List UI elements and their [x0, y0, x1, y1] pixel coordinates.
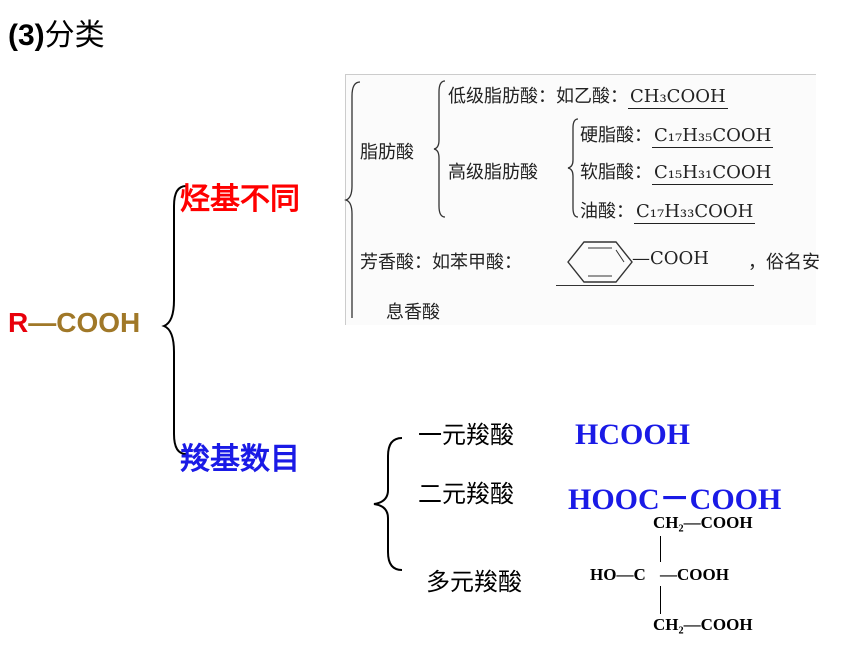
citric-ho-c: HO—C: [590, 565, 646, 584]
palmitic-row: 软脂酸：C₁₅H₃₁COOH: [580, 158, 774, 185]
citric-bond-top: [660, 536, 661, 562]
citric-bottom: CH₂—COOH: [653, 615, 753, 634]
citric-top: CH₂—COOH: [653, 513, 753, 532]
aromatic-line2: 息香酸: [386, 302, 440, 323]
palmitic-label: 软脂酸：: [580, 162, 652, 183]
aromatic-label: 芳香酸：如苯甲酸：: [360, 252, 522, 273]
fatty-acid-label: 脂肪酸: [360, 142, 414, 163]
section-heading: (3)分类: [8, 10, 105, 54]
palmitic-formula: C₁₅H₃₁COOH: [652, 162, 774, 185]
stearic-label: 硬脂酸：: [580, 125, 652, 146]
acetic-acid-formula: CH₃COOH: [628, 86, 728, 109]
aromatic-answer-line: [556, 285, 754, 286]
high-fatty-label: 高级脂肪酸: [448, 162, 538, 183]
fatty-brace: [433, 80, 446, 218]
oleic-row: 油酸：C₁₇H₃₃COOH: [580, 197, 756, 224]
inset-brace-outer: [344, 81, 361, 318]
mono-acid-label: 一元羧酸: [418, 421, 514, 449]
oleic-formula: C₁₇H₃₃COOH: [634, 201, 756, 224]
di-acid-label: 二元羧酸: [418, 480, 514, 508]
heading-text: 分类: [44, 18, 105, 53]
root-cooh: —COOH: [28, 307, 141, 338]
textbook-inset: [345, 74, 816, 325]
benzoic-cooh: —COOH: [632, 248, 709, 269]
branch-hydrocarbon: 烃基不同: [180, 182, 300, 217]
low-fatty-label: 低级脂肪酸：如乙酸：: [448, 86, 628, 107]
branch-carboxyl-count: 羧基数目: [180, 442, 300, 477]
citric-bond-bottom: [660, 586, 661, 614]
carboxyl-brace: [373, 437, 403, 571]
oleic-label: 油酸：: [580, 201, 634, 222]
stearic-formula: C₁₇H₃₅COOH: [652, 125, 774, 148]
aromatic-tail: ，俗名安: [748, 252, 820, 273]
benzene-ring-icon: [567, 241, 633, 283]
root-formula: R—COOH: [8, 307, 140, 339]
stearic-row: 硬脂酸：C₁₇H₃₅COOH: [580, 121, 774, 148]
citric-mid: —COOH: [660, 565, 729, 584]
root-r: R: [8, 307, 29, 338]
main-brace: [161, 185, 187, 455]
high-fatty-brace: [567, 118, 579, 218]
mono-acid-formula: HCOOH: [575, 418, 691, 451]
poly-acid-label: 多元羧酸: [426, 568, 522, 596]
di-acid-formula: HOOC－COOH: [568, 483, 782, 516]
heading-number: (3): [8, 19, 45, 52]
low-fatty-row: 低级脂肪酸：如乙酸：CH₃COOH: [448, 82, 728, 109]
